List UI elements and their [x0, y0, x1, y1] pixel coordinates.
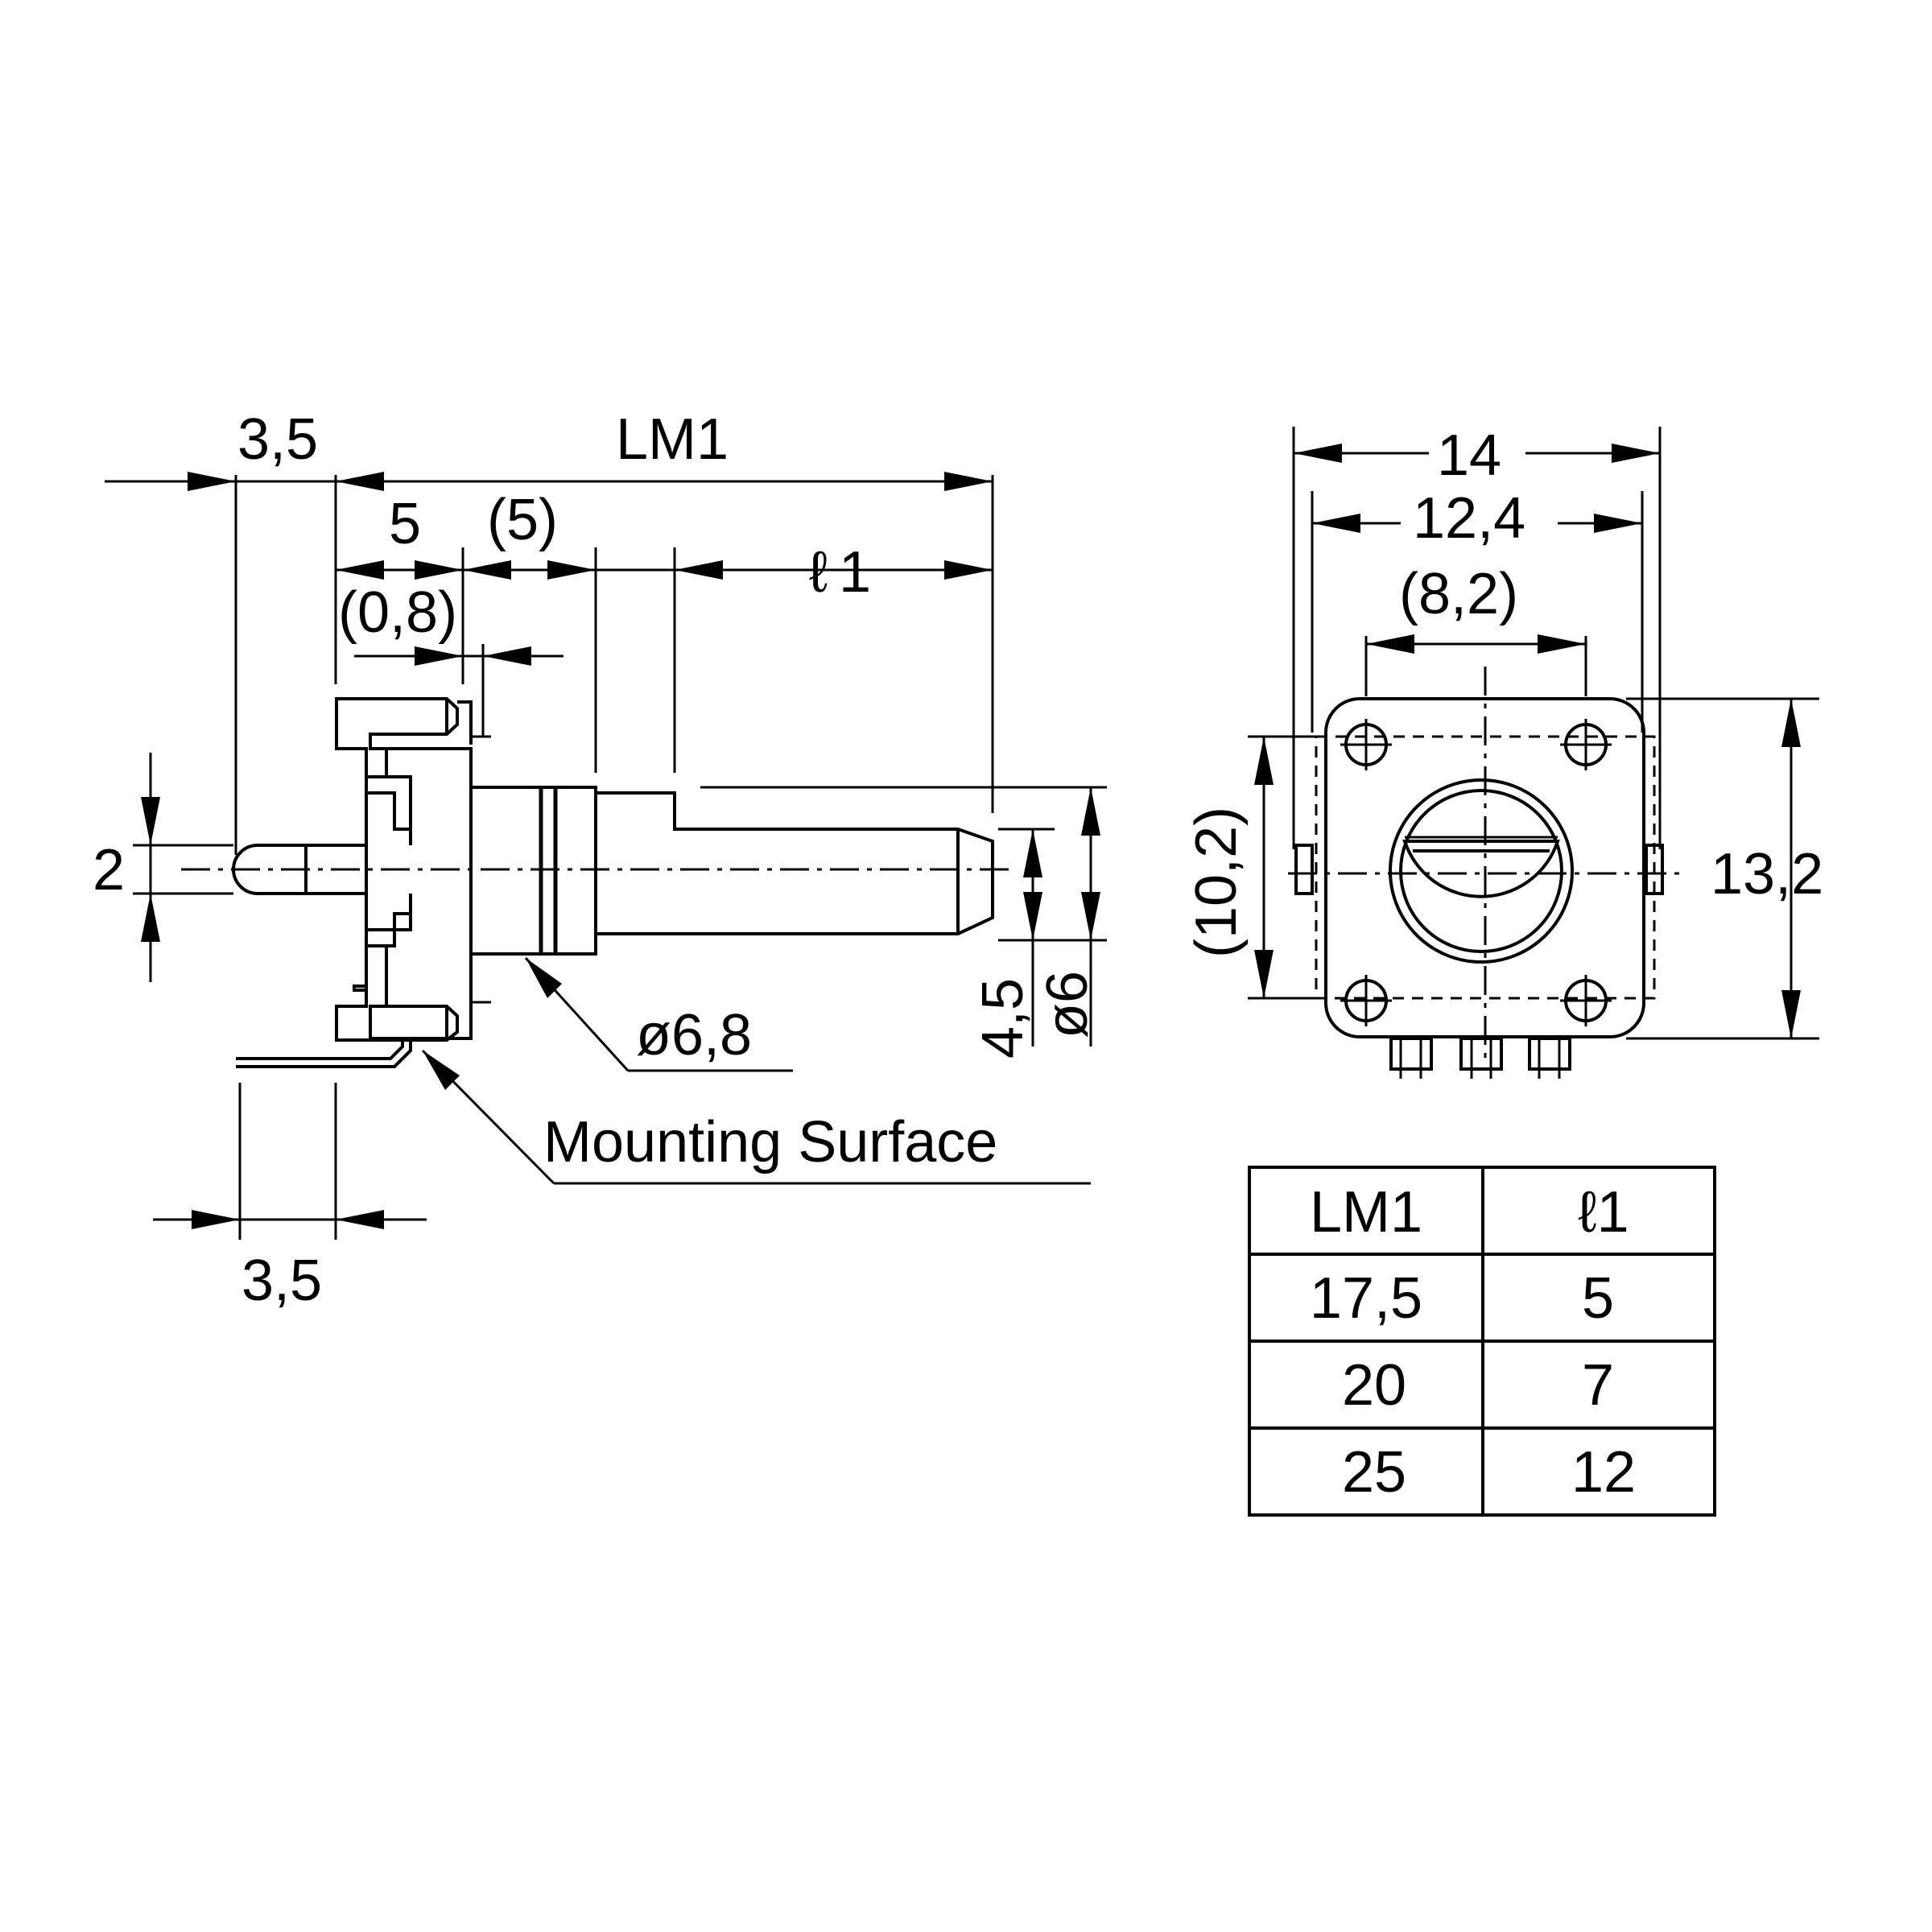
table-header-l1: ℓ1	[1578, 1180, 1629, 1245]
dim-dia-6: ø6	[1035, 971, 1100, 1038]
dim-dia-6-8: ø6,8	[636, 1003, 752, 1067]
front-view: 14 12,4 (8,2) (10,2) 13,2	[1184, 423, 1823, 1079]
dim-5: 5	[389, 492, 421, 556]
dim-l1-letter: ℓ	[809, 540, 828, 605]
dim-lm1: LM1	[616, 407, 729, 472]
mounting-hole-top-left	[1340, 719, 1392, 770]
table-cell: 25	[1342, 1440, 1406, 1505]
dim-13-2: 13,2	[1711, 842, 1823, 906]
table-header-lm1: LM1	[1310, 1180, 1422, 1245]
mounting-surface-label: Mounting Surface	[543, 1110, 997, 1174]
dim-2: 2	[93, 838, 125, 902]
mounting-hole-bottom-right	[1560, 975, 1612, 1026]
table-cell: 7	[1582, 1353, 1614, 1418]
dim-l1-number: 1	[839, 540, 871, 605]
table-cell: 5	[1582, 1266, 1614, 1331]
dim-3-5-bottom: 3,5	[242, 1249, 322, 1313]
dim-12-4: 12,4	[1413, 486, 1525, 551]
dim-14: 14	[1437, 423, 1501, 488]
dim-4-5: 4,5	[971, 978, 1035, 1059]
dim-3-5-top: 3,5	[237, 407, 318, 472]
dimension-table: LM1 ℓ1 17,5 5 20 7 25 12	[1248, 1166, 1716, 1517]
table-cell: 20	[1342, 1353, 1406, 1418]
dim-5-paren: (5)	[487, 488, 558, 552]
dim-8-2: (8,2)	[1399, 562, 1518, 626]
table-cell: 12	[1571, 1440, 1636, 1505]
mounting-hole-top-right	[1560, 719, 1612, 770]
dim-10-2: (10,2)	[1184, 807, 1249, 958]
table-cell: 17,5	[1310, 1266, 1422, 1331]
terminals	[1389, 1037, 1571, 1079]
dim-0-8: (0,8)	[338, 580, 457, 645]
mounting-hole-bottom-left	[1340, 975, 1392, 1026]
side-view: 3,5 LM1 5 (5) (0,8) ℓ 1 2 ø6,8 4,5 ø6 Mo…	[93, 407, 1107, 1313]
